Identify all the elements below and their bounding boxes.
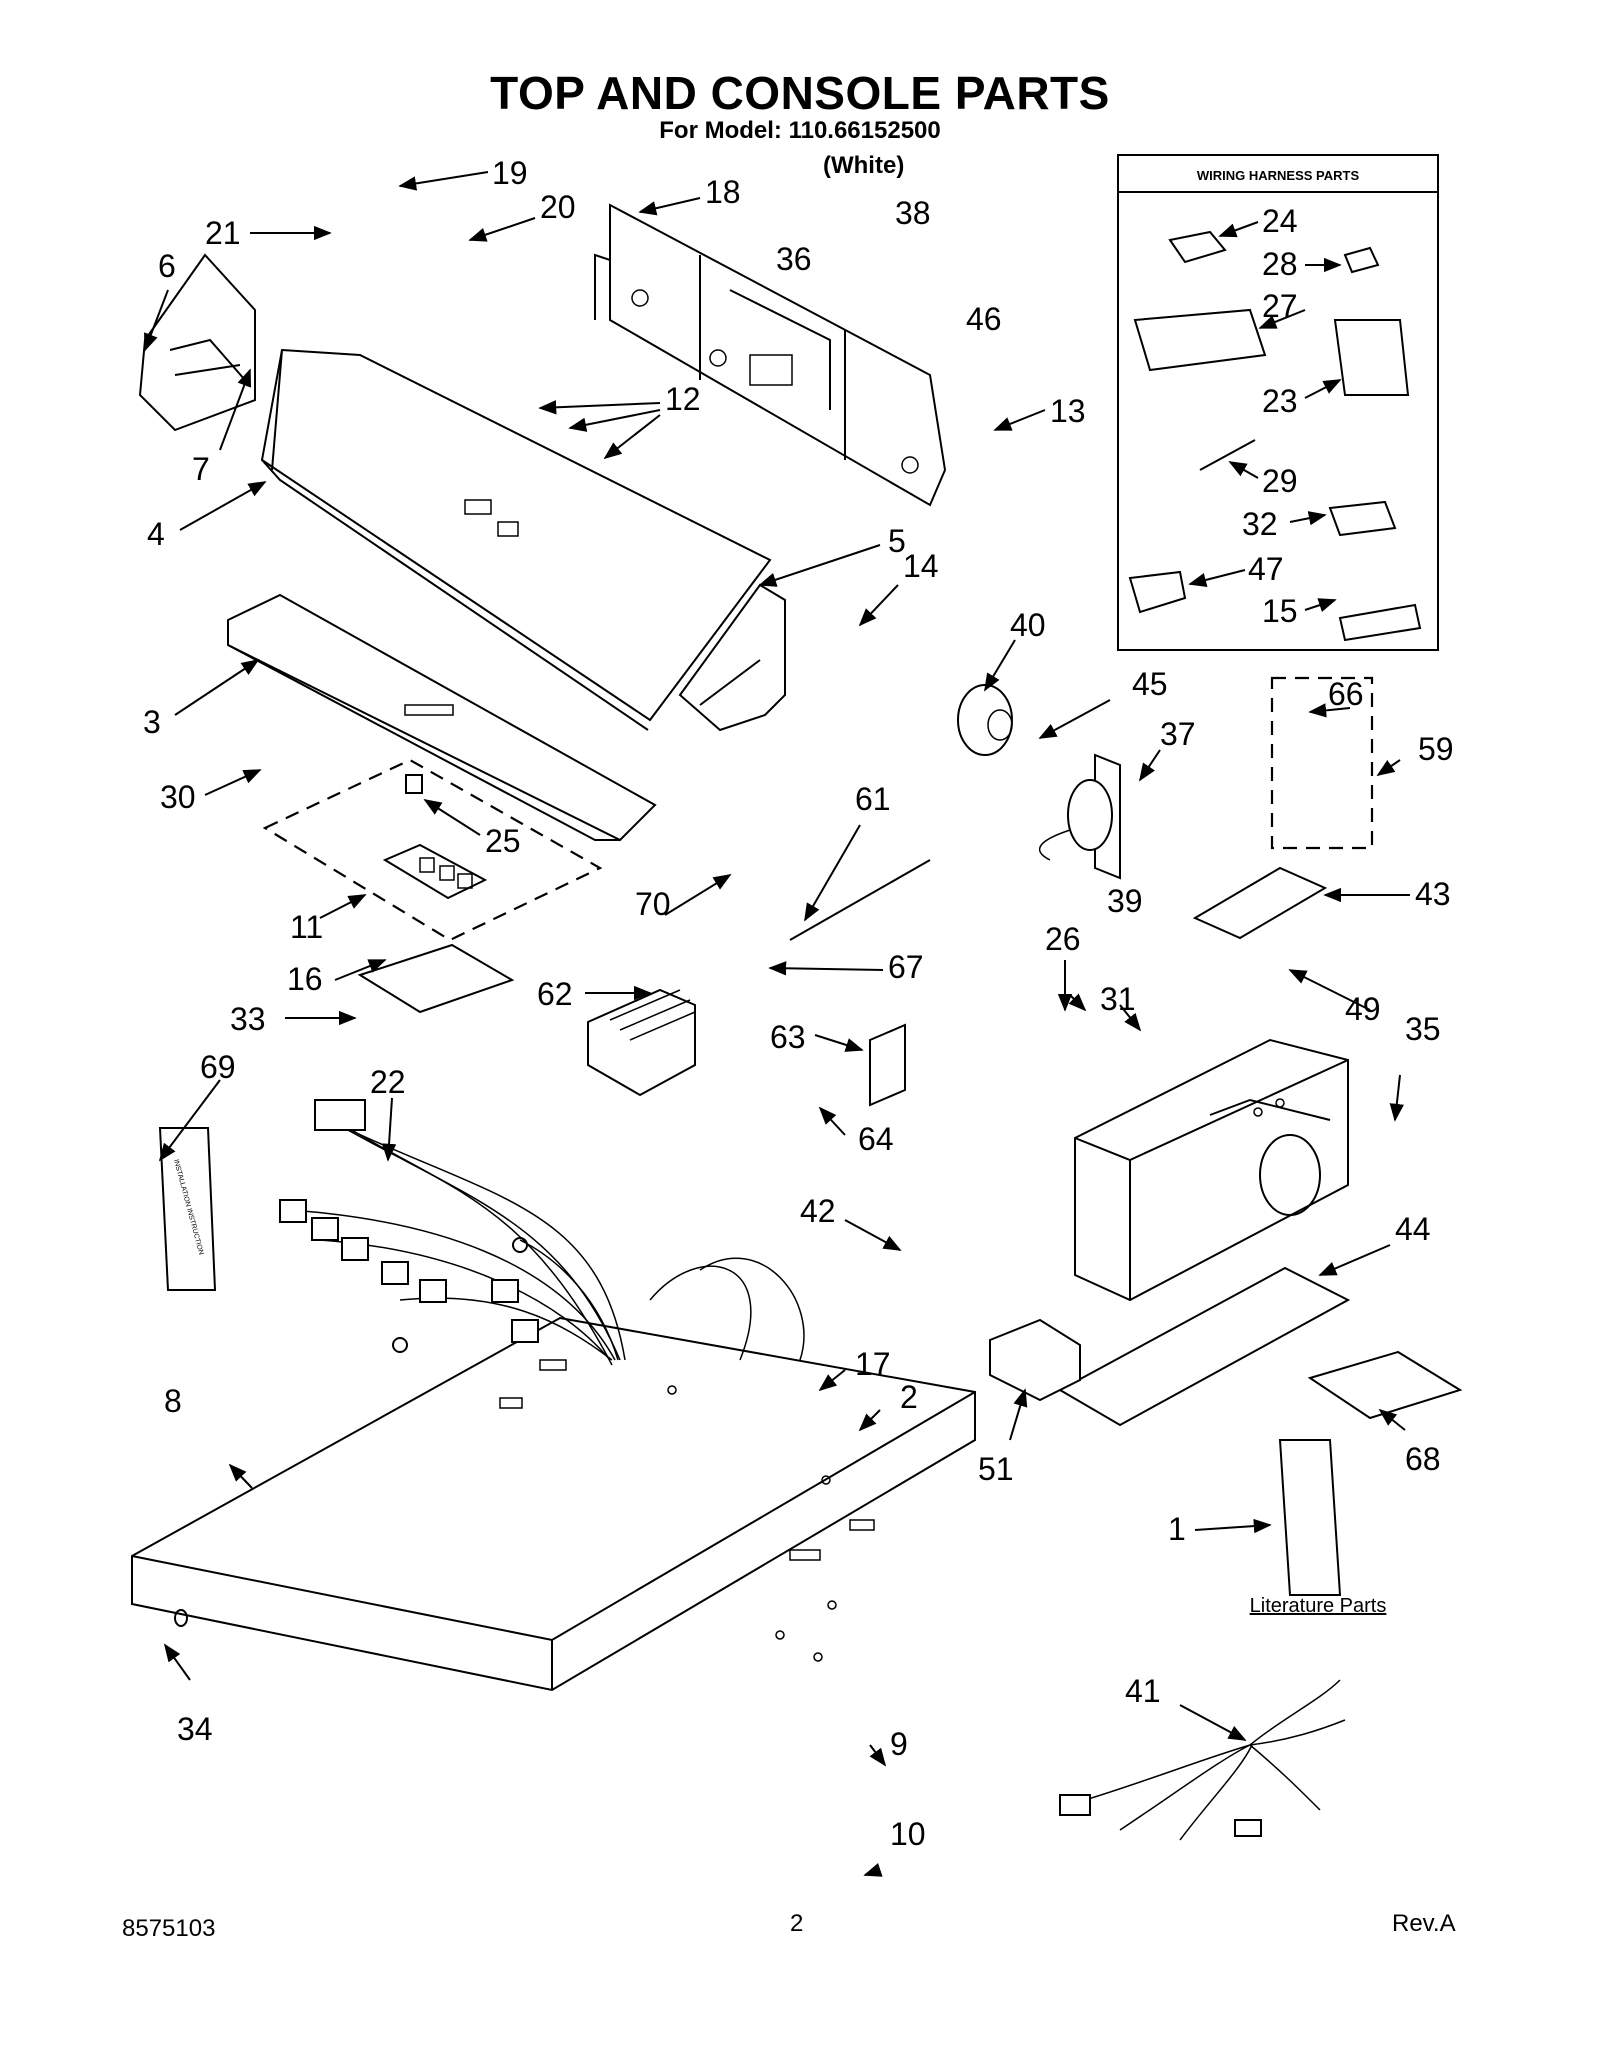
callout-21: 21 <box>205 215 241 251</box>
solenoid-drawing <box>869 1023 906 1107</box>
revision-label: Rev.A <box>1392 1910 1456 1937</box>
mounting-plate-drawing <box>1057 1266 1351 1427</box>
callout-5: 5 <box>888 523 906 559</box>
control-board-outline <box>262 758 603 942</box>
knob-drawing <box>957 684 1013 756</box>
callout-31: 31 <box>1100 981 1136 1017</box>
callout-70: 70 <box>635 886 671 922</box>
wire-harness-drawing <box>279 1099 805 1366</box>
callout-39: 39 <box>1107 883 1143 919</box>
wiring-harness-box <box>1117 154 1439 651</box>
switch-62-drawing <box>587 988 696 1097</box>
callout-42: 42 <box>800 1193 836 1229</box>
callout-28: 28 <box>1262 246 1298 282</box>
rod-drawing <box>789 859 931 941</box>
callout-23: 23 <box>1262 383 1298 419</box>
callout-8: 8 <box>164 1383 182 1419</box>
callout-49: 49 <box>1345 991 1381 1027</box>
insert-68-drawing <box>1307 1350 1463 1420</box>
callout-37: 37 <box>1160 716 1196 752</box>
harness-41-drawing <box>1059 1679 1346 1841</box>
callout-51: 51 <box>978 1451 1014 1487</box>
callout-19: 19 <box>492 155 528 191</box>
callout-29: 29 <box>1262 463 1298 499</box>
literature-parts-label: Literature Parts <box>1250 1595 1387 1617</box>
callout-45: 45 <box>1132 666 1168 702</box>
callout-1: 1 <box>1168 1511 1186 1547</box>
callout-36: 36 <box>776 241 812 277</box>
callout-3: 3 <box>143 704 161 740</box>
color-variant: (White) <box>823 152 905 179</box>
installation-booklet-drawing: INSTALLATION INSTRUCTION <box>158 1127 217 1291</box>
callout-20: 20 <box>540 189 576 225</box>
callout-2: 2 <box>900 1379 918 1415</box>
callout-numbers: 19 20 18 21 6 7 4 12 13 38 36 46 5 14 3 … <box>143 155 1454 1852</box>
callout-64: 64 <box>858 1121 894 1157</box>
callout-4: 4 <box>147 516 165 552</box>
callout-40: 40 <box>1010 607 1046 643</box>
callout-22: 22 <box>370 1064 406 1100</box>
page-title: TOP AND CONSOLE PARTS <box>490 67 1110 119</box>
insert-33-drawing <box>357 943 515 1014</box>
control-board-drawing <box>382 774 488 900</box>
wiring-harness-connectors <box>1128 230 1422 642</box>
callout-34: 34 <box>177 1711 213 1747</box>
model-subtitle: For Model: 110.66152500 <box>659 117 941 144</box>
callout-47: 47 <box>1248 551 1284 587</box>
wiring-harness-leaders <box>1188 221 1342 612</box>
console-back-panel-drawing <box>594 203 947 507</box>
timer-motor-drawing <box>1038 753 1121 880</box>
console-base-rail-drawing <box>227 593 657 842</box>
callout-32: 32 <box>1242 506 1278 542</box>
callout-24: 24 <box>1262 203 1298 239</box>
callout-30: 30 <box>160 779 196 815</box>
callout-61: 61 <box>855 781 891 817</box>
callout-38: 38 <box>895 195 931 231</box>
callout-17: 17 <box>855 1346 891 1382</box>
holder-drawing <box>989 1318 1081 1402</box>
literature-booklet-drawing <box>1278 1439 1342 1596</box>
callout-13: 13 <box>1050 393 1086 429</box>
callout-16: 16 <box>287 961 323 997</box>
callout-33: 33 <box>230 1001 266 1037</box>
callout-35: 35 <box>1405 1011 1441 1047</box>
callout-27: 27 <box>1262 288 1298 324</box>
callout-10: 10 <box>890 1816 926 1852</box>
callout-59: 59 <box>1418 731 1454 767</box>
callout-12: 12 <box>665 381 701 417</box>
callout-44: 44 <box>1395 1211 1431 1247</box>
bracket-43-drawing <box>1192 866 1328 940</box>
callout-46: 46 <box>966 301 1002 337</box>
control-housing-drawing <box>1074 1038 1349 1302</box>
callout-63: 63 <box>770 1019 806 1055</box>
callout-6: 6 <box>158 248 176 284</box>
callout-26: 26 <box>1045 921 1081 957</box>
callout-69: 69 <box>200 1049 236 1085</box>
callout-41: 41 <box>1125 1673 1161 1709</box>
part-number: 8575103 <box>122 1915 216 1942</box>
leader-lines <box>144 171 1410 1877</box>
callout-7: 7 <box>192 451 210 487</box>
top-panel-drawing <box>131 1316 976 1692</box>
wiring-harness-heading: WIRING HARNESS PARTS <box>1197 168 1360 183</box>
callout-25: 25 <box>485 823 521 859</box>
callout-62: 62 <box>537 976 573 1012</box>
switch-assembly-outline <box>1270 676 1374 850</box>
console-front-drawing <box>260 348 772 731</box>
callout-9: 9 <box>890 1726 908 1762</box>
callout-66: 66 <box>1328 676 1364 712</box>
callout-43: 43 <box>1415 876 1451 912</box>
page-number: 2 <box>790 1910 804 1937</box>
callout-18: 18 <box>705 174 741 210</box>
callout-67: 67 <box>888 949 924 985</box>
callout-68: 68 <box>1405 1441 1441 1477</box>
callout-15: 15 <box>1262 593 1298 629</box>
left-end-cap-drawing <box>138 253 256 432</box>
callout-14: 14 <box>903 548 939 584</box>
callout-11: 11 <box>290 909 323 945</box>
